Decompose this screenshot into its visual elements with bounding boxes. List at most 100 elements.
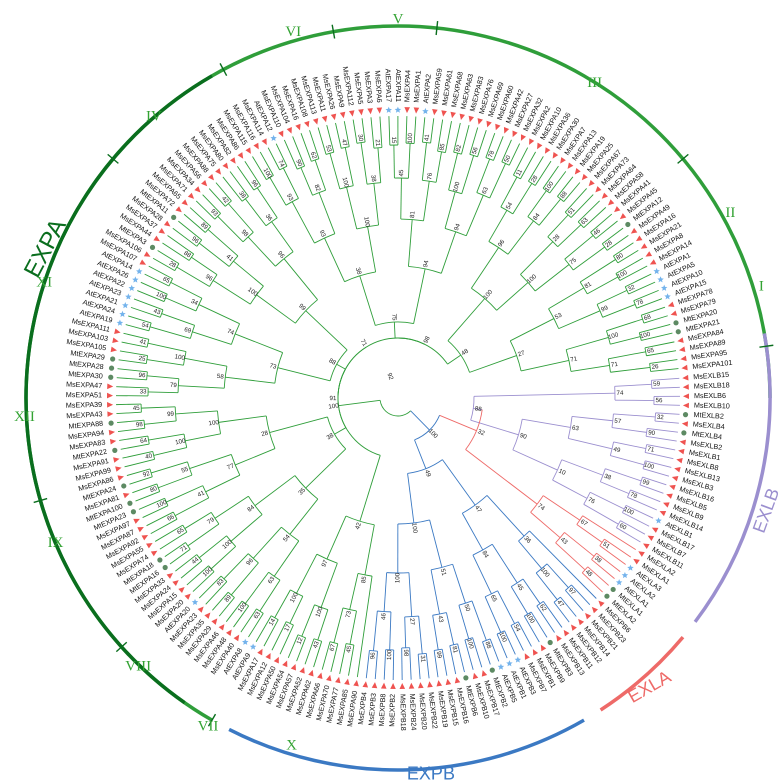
tip-marker	[497, 663, 505, 670]
tree-branch	[158, 474, 193, 489]
tree-branch	[644, 341, 675, 349]
tip-marker	[667, 301, 675, 307]
tree-branch	[167, 235, 194, 255]
tree-branch	[453, 122, 461, 153]
tree-branch	[606, 330, 611, 345]
tree-branch	[520, 241, 554, 275]
tree-branch	[642, 460, 646, 469]
bootstrap-value: 44	[191, 556, 201, 566]
bootstrap-value: 41	[197, 489, 207, 499]
tip-marker	[110, 356, 116, 362]
bootstrap-value: 65	[647, 347, 656, 355]
tree-branch	[143, 420, 146, 429]
tip-marker	[115, 466, 122, 472]
bootstrap-value: 38	[369, 175, 377, 183]
tip-label: MtEXPA30	[68, 369, 103, 380]
tip-marker	[143, 251, 151, 257]
tree-branch	[405, 116, 408, 144]
subgroup-label: VII	[198, 719, 219, 735]
tip-marker	[215, 168, 222, 175]
tree-branch	[271, 621, 287, 651]
tree-branch	[248, 613, 264, 638]
tree-branch	[524, 611, 532, 617]
tip-marker	[601, 192, 609, 199]
tree-branch	[571, 415, 613, 422]
tree-branch	[176, 266, 210, 287]
tree-branch	[464, 639, 474, 670]
tree-branch	[325, 151, 334, 155]
tree-branch	[473, 407, 483, 411]
bootstrap-value: 78	[635, 298, 644, 307]
tree-branch	[184, 511, 212, 529]
tree-branch	[252, 526, 282, 559]
tree-branch	[507, 220, 534, 255]
tip-marker	[529, 138, 535, 145]
tip-marker	[610, 586, 616, 593]
tree-branch	[653, 404, 680, 406]
tree-branch	[651, 386, 680, 389]
tree-branch	[641, 332, 673, 341]
subgroup-label: I	[759, 278, 764, 294]
subgroup-separator	[219, 63, 228, 77]
bootstrap-value: 88	[483, 641, 492, 650]
bootstrap-value: 58	[216, 373, 224, 381]
tree-branch	[304, 638, 315, 665]
tip-marker	[468, 115, 475, 123]
tree-branch	[356, 141, 366, 144]
tree-branch	[129, 476, 153, 485]
tip-marker	[286, 127, 292, 134]
tree-branch	[180, 560, 203, 579]
tree-branch	[266, 175, 274, 180]
tree-branch	[563, 182, 581, 202]
tree-branch	[159, 309, 164, 318]
bootstrap-value: 100	[155, 291, 168, 302]
bootstrap-value: 47	[473, 504, 483, 514]
bootstrap-value: 73	[345, 610, 353, 619]
bootstrap-value: 91	[330, 395, 337, 402]
tree-branch	[122, 451, 153, 459]
tree-branch	[174, 497, 209, 517]
tip-label: MsEXLB4	[692, 419, 725, 431]
tree-branch	[504, 630, 516, 655]
tree-branch	[329, 349, 348, 381]
tip-marker	[114, 328, 121, 334]
tip-marker	[326, 674, 332, 682]
tree-branch	[528, 180, 536, 186]
tree-branch	[409, 647, 412, 680]
tree-branch	[577, 200, 600, 223]
tree-branch	[364, 524, 375, 576]
subgroup-label: XI	[36, 274, 52, 290]
bootstrap-value: 100	[622, 506, 635, 517]
bootstrap-value: 17	[283, 623, 293, 633]
bootstrap-value: 64	[140, 437, 149, 445]
tip-marker	[149, 244, 156, 250]
tip-marker	[127, 500, 133, 506]
tree-branch	[430, 569, 441, 615]
tree-branch	[137, 290, 165, 303]
tip-label: MsEXPB22	[427, 692, 440, 730]
subgroup-separator	[331, 24, 336, 39]
tree-branch	[255, 615, 272, 642]
tree-branch	[488, 241, 509, 255]
tree-branch	[488, 210, 508, 242]
tree-branch	[313, 641, 323, 668]
bootstrap-value: 67	[579, 518, 589, 528]
tree-branch	[124, 458, 155, 468]
tree-branch	[583, 207, 607, 228]
tree-branch	[373, 183, 380, 226]
tip-marker	[113, 457, 120, 463]
tip-marker	[295, 123, 301, 131]
tip-label: MsEXPA47	[66, 380, 103, 390]
tree-branch	[161, 313, 195, 326]
bootstrap-value: 73	[269, 362, 278, 371]
tip-marker	[191, 598, 199, 606]
tip-marker	[308, 669, 314, 677]
tip-label: MsEXPA1	[412, 70, 423, 103]
bootstrap-value: 100	[394, 572, 401, 583]
tree-branch	[146, 371, 148, 380]
tip-marker	[107, 383, 114, 390]
tree-branch	[210, 546, 236, 570]
bootstrap-value: 98	[402, 649, 409, 657]
bootstrap-value: 71	[647, 446, 656, 454]
tree-branch	[253, 185, 261, 191]
